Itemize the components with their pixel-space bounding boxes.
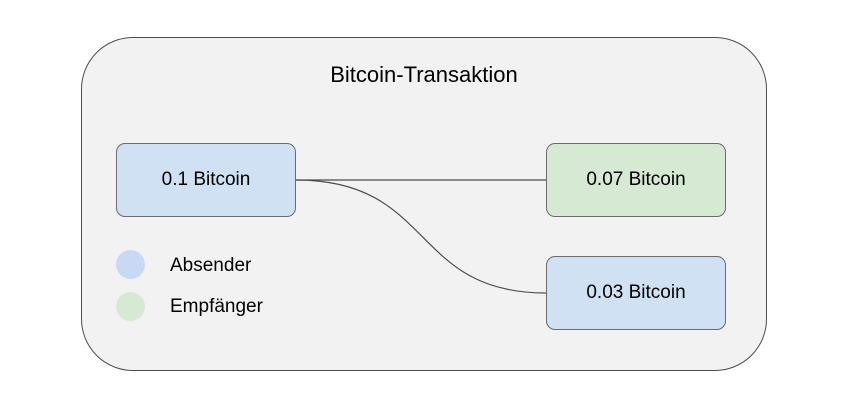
- legend-sender-label: Absender: [170, 255, 252, 276]
- receiver-node-1: 0.07 Bitcoin: [546, 143, 726, 217]
- diagram-title: Bitcoin-Transaktion: [330, 62, 518, 87]
- connector-to-receiver-2: [295, 179, 547, 294]
- source-node: 0.1 Bitcoin: [116, 143, 296, 217]
- receiver-node-2-label: 0.03 Bitcoin: [586, 282, 686, 303]
- receiver-node-1-label: 0.07 Bitcoin: [586, 169, 686, 190]
- receiver-node-2: 0.03 Bitcoin: [546, 256, 726, 330]
- legend-sender-swatch: [116, 250, 145, 279]
- legend-receiver-label: Empfänger: [170, 296, 263, 317]
- legend-receiver-swatch: [116, 292, 145, 321]
- source-node-label: 0.1 Bitcoin: [161, 169, 251, 190]
